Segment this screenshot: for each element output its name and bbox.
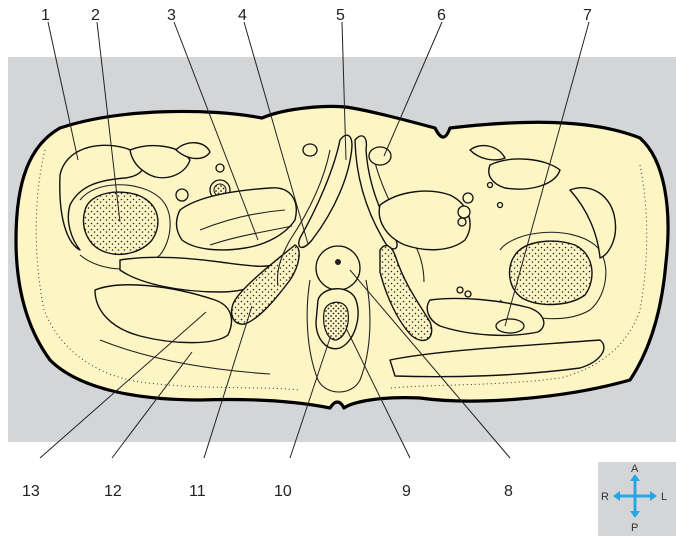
femoral-vessel-l2 — [458, 206, 470, 218]
sciatic-nerve-left — [496, 319, 524, 333]
label-13: 13 — [22, 483, 40, 500]
label-4: 4 — [238, 7, 247, 24]
compass-label-posterior: P — [631, 522, 638, 534]
label-11: 11 — [189, 483, 206, 500]
femoral-head — [84, 192, 158, 254]
label-2: 2 — [91, 7, 100, 24]
label-5: 5 — [336, 7, 345, 24]
spermatic-cord — [369, 147, 391, 165]
compass-label-right: R — [601, 491, 609, 503]
urethra — [316, 246, 360, 290]
label-6: 6 — [437, 7, 446, 24]
femoral-vessel-1 — [176, 189, 188, 201]
label-9: 9 — [402, 483, 411, 500]
label-7: 7 — [583, 7, 592, 24]
small-node-1 — [488, 183, 493, 188]
label-8: 8 — [504, 483, 513, 500]
label-12: 12 — [104, 483, 122, 500]
small-node-2 — [498, 203, 503, 208]
compass-label-anterior: A — [631, 463, 639, 475]
femoral-vessel-4 — [216, 164, 224, 172]
urethral-lumen — [335, 259, 341, 265]
label-1: 1 — [41, 7, 50, 24]
label-10: 10 — [274, 483, 292, 500]
orientation-compass: A P R L — [598, 462, 676, 536]
small-node-3 — [457, 287, 463, 293]
small-oval-mid — [303, 144, 317, 156]
small-node-4 — [465, 291, 471, 297]
femoral-vessel-l1 — [463, 193, 473, 203]
femoral-vessel-l3 — [458, 218, 466, 226]
compass-label-left: L — [661, 491, 667, 503]
label-3: 3 — [167, 7, 176, 24]
femoral-head-left — [510, 241, 592, 304]
